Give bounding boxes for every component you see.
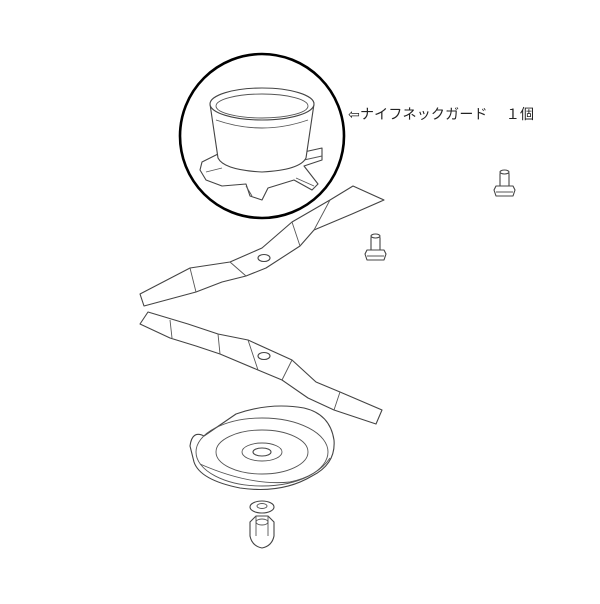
cap-nut <box>249 515 275 549</box>
part-callout-label: ⇦ナイフネックガード １個 <box>348 104 534 124</box>
part-quantity: １個 <box>505 107 535 123</box>
spring-washer <box>249 500 275 514</box>
knife-neck-guard-callout <box>178 52 346 220</box>
part-name: ナイフネックガード <box>359 107 488 123</box>
blade-upper <box>139 185 385 307</box>
blade-holder-disc <box>189 405 335 491</box>
bolt-right <box>493 169 516 197</box>
left-arrow-icon: ⇦ <box>348 107 360 123</box>
bolt-center <box>364 233 387 261</box>
blade-lower <box>139 311 383 425</box>
